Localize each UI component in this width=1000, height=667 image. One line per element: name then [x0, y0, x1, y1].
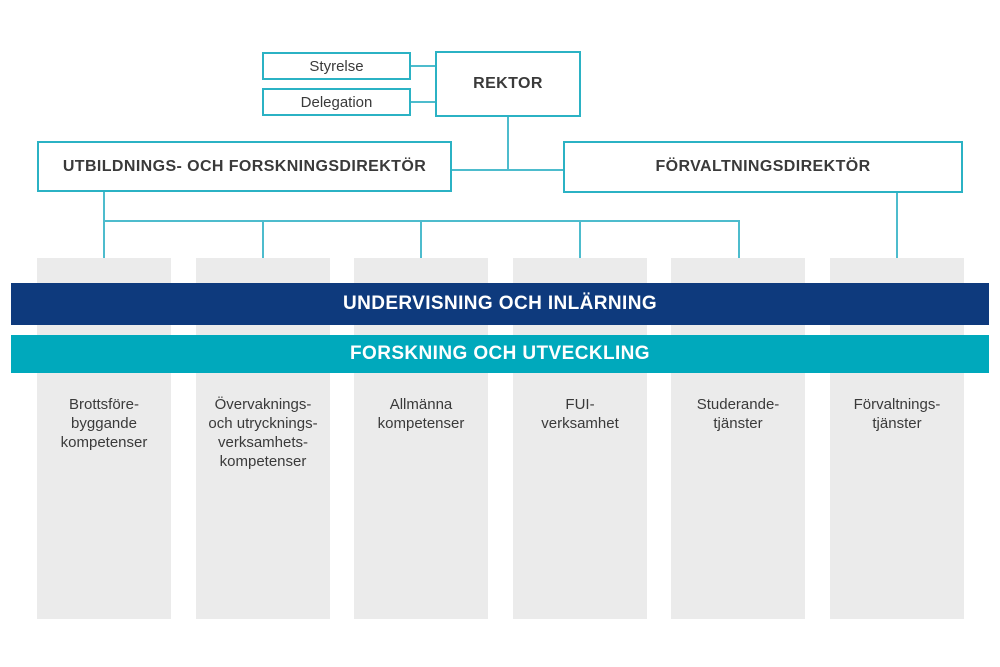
connector-drop-col5 — [738, 220, 740, 258]
band-research-development-label: FORSKNING OCH UTVECKLING — [350, 343, 650, 364]
connector-drop-col4 — [579, 220, 581, 258]
connector-drop-col3 — [420, 220, 422, 258]
column-label: Förvaltnings- tjänster — [853, 396, 941, 432]
connector-rektor-drop — [507, 117, 509, 170]
band-teaching-learning: UNDERVISNING OCH INLÄRNING — [11, 283, 989, 325]
administration-director-box: FÖRVALTNINGSDIREKTÖR — [563, 141, 963, 193]
band-teaching-learning-label: UNDERVISNING OCH INLÄRNING — [342, 293, 658, 314]
column-label: Studerande- tjänster — [696, 396, 780, 432]
column-label: FUI- verksamhet — [541, 396, 619, 432]
styrelse-label: Styrelse — [309, 57, 364, 75]
connector-education-director-drop — [103, 192, 105, 258]
column-label: Allmänna kompetenser — [377, 396, 465, 432]
column-label: Övervaknings- och utrycknings- verksamhe… — [208, 396, 318, 470]
connector-directors-link — [452, 169, 563, 171]
connector-administration-director-drop — [896, 193, 898, 258]
band-research-development: FORSKNING OCH UTVECKLING — [11, 335, 989, 373]
rektor-label: REKTOR — [473, 75, 543, 92]
connector-styrelse-rektor — [411, 65, 435, 67]
delegation-label: Delegation — [300, 93, 373, 111]
styrelse-box: Styrelse — [262, 52, 411, 80]
education-research-director-label: UTBILDNINGS- OCH FORSKNINGSDIREKTÖR — [62, 157, 427, 175]
connector-delegation-rektor — [411, 101, 435, 103]
education-research-director-box: UTBILDNINGS- OCH FORSKNINGSDIREKTÖR — [37, 141, 452, 192]
column-label: Brottsföre- byggande kompetenser — [60, 396, 148, 451]
rektor-box: REKTOR — [435, 51, 581, 117]
connector-drop-col2 — [262, 220, 264, 258]
administration-director-label: FÖRVALTNINGSDIREKTÖR — [655, 158, 871, 175]
delegation-box: Delegation — [262, 88, 411, 116]
